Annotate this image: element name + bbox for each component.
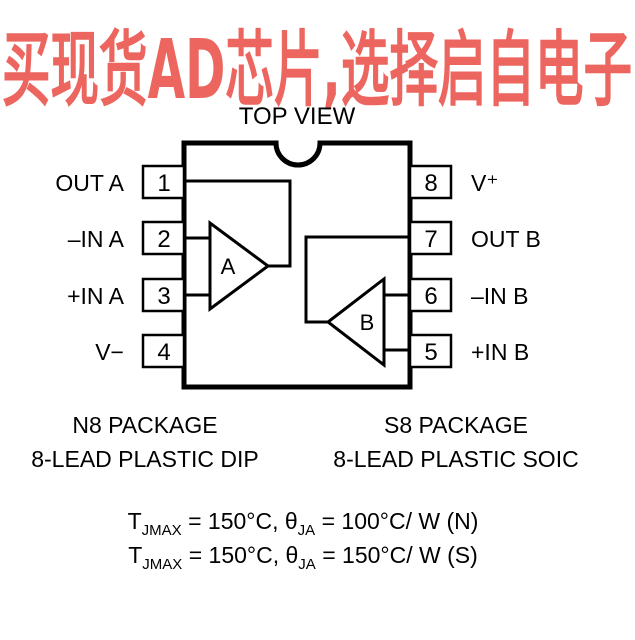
amplifier-b: B <box>325 275 386 369</box>
pin-box-8 <box>408 164 453 200</box>
amplifier-b-label: B <box>360 310 375 335</box>
pin-label-7: OUT B <box>471 226 541 252</box>
right-package-desc: 8-LEAD PLASTIC SOIC <box>333 446 578 472</box>
pin-number-7: 7 <box>424 226 437 253</box>
wire-out-a <box>184 179 292 268</box>
pin-box-1 <box>141 164 186 200</box>
pin-box-7 <box>408 220 453 256</box>
pin-label-3: +IN A <box>67 283 125 309</box>
left-package-name: N8 PACKAGE <box>72 412 217 438</box>
amplifier-a: A <box>208 220 271 312</box>
op-amp-b-symbol <box>325 275 386 369</box>
pin-number-2: 2 <box>157 226 170 253</box>
pin-label-8: V⁺ <box>471 170 498 196</box>
pin-label-2: –IN A <box>68 226 125 252</box>
top-view-title: TOP VIEW <box>239 103 356 130</box>
pin-label-5: +IN B <box>471 339 529 365</box>
op-amp-a-symbol <box>208 220 271 312</box>
internal-wiring <box>184 179 410 352</box>
pin-number-6: 6 <box>424 283 437 310</box>
pin-number-4: 4 <box>157 339 170 366</box>
ic-body <box>181 140 413 390</box>
left-package-desc: 8-LEAD PLASTIC DIP <box>31 446 259 472</box>
amplifier-a-label: A <box>221 254 236 279</box>
pin-box-2 <box>141 220 186 256</box>
thermal-line-2: TJMAX = 150°C, θJA = 150°C/ W (S) <box>128 542 478 573</box>
pin-box-4 <box>141 333 186 369</box>
pin-number-1: 1 <box>157 170 170 197</box>
right-package-name: S8 PACKAGE <box>384 412 528 438</box>
wire-out-b <box>304 235 410 324</box>
pin-number-5: 5 <box>424 339 437 366</box>
pin-number-8: 8 <box>424 170 437 197</box>
pin-label-4: V− <box>95 339 124 365</box>
watermark: 买现货AD芯片,选择启自电子 <box>2 23 632 118</box>
pin-label-6: –IN B <box>471 283 529 309</box>
thermal-line-1: TJMAX = 150°C, θJA = 100°C/ W (N) <box>128 508 479 539</box>
pin-number-3: 3 <box>157 283 170 310</box>
watermark-text: 买现货AD芯片,选择启自电子 <box>2 23 632 118</box>
pin-label-1: OUT A <box>55 170 124 196</box>
